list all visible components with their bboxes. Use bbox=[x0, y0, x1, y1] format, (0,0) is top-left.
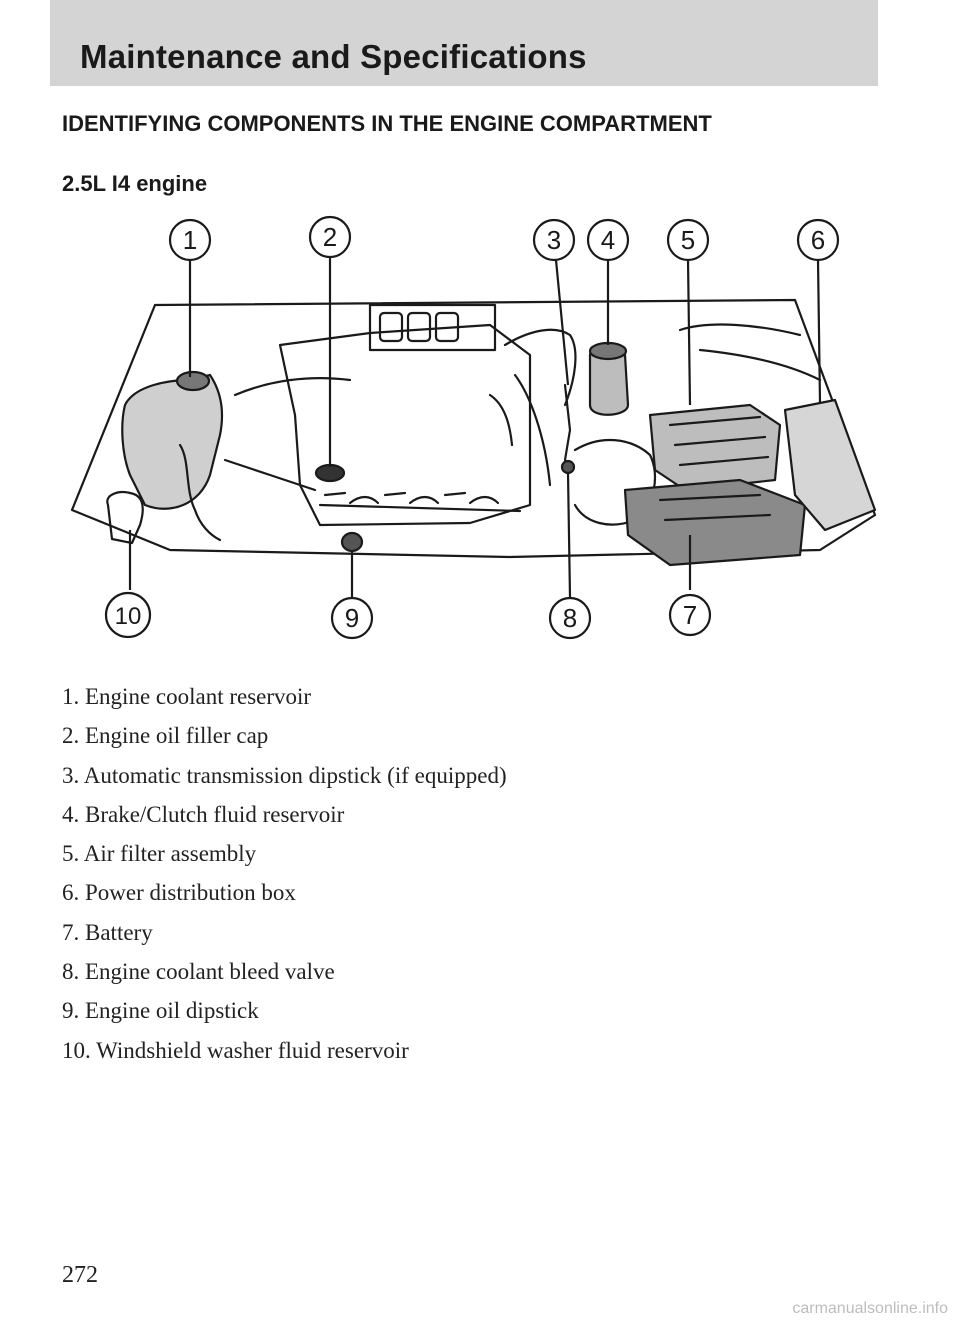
callout-4-circle bbox=[586, 218, 630, 262]
washer-reservoir bbox=[106, 491, 144, 545]
callout-1-circle bbox=[168, 218, 212, 262]
coolant-reservoir bbox=[121, 373, 224, 510]
callout-9-circle bbox=[330, 596, 374, 640]
legend-item: 10. Windshield washer fluid reservoir bbox=[62, 1037, 409, 1063]
legend-item: 4. Brake/Clutch fluid reservoir bbox=[62, 801, 345, 827]
callout-10-circle bbox=[104, 591, 152, 639]
callout-3: 3 bbox=[547, 225, 561, 255]
callout-2-circle bbox=[308, 215, 352, 259]
header-bar bbox=[50, 0, 878, 86]
legend-item: 1. Engine coolant reservoir bbox=[62, 684, 312, 709]
callout-8: 8 bbox=[563, 603, 577, 633]
callout-5: 5 bbox=[681, 225, 695, 255]
oil-dipstick-handle bbox=[340, 531, 364, 553]
callout-6-circle bbox=[796, 218, 840, 262]
page-number: 272 bbox=[62, 1262, 98, 1288]
page-header-title: Maintenance and Specifications bbox=[80, 38, 587, 75]
callout-10: 10 bbox=[115, 603, 142, 630]
callout-2: 2 bbox=[323, 222, 337, 252]
section-heading: IDENTIFYING COMPONENTS IN THE ENGINE COM… bbox=[62, 111, 712, 136]
legend-item: 8. Engine coolant bleed valve bbox=[62, 959, 335, 985]
legend-item: 5. Air filter assembly bbox=[62, 841, 257, 867]
callout-3-circle bbox=[532, 218, 576, 262]
callout-7-circle bbox=[668, 593, 712, 637]
oil-filler-cap bbox=[314, 463, 346, 483]
battery bbox=[623, 478, 807, 567]
legend-item: 9. Engine oil dipstick bbox=[62, 998, 259, 1024]
transmission-dipstick bbox=[563, 383, 572, 462]
power-distribution-box bbox=[783, 398, 877, 532]
callout-1: 1 bbox=[183, 225, 197, 255]
callout-8-circle bbox=[548, 596, 592, 640]
engine-subheading: 2.5L I4 engine bbox=[62, 171, 208, 196]
engine-block bbox=[278, 323, 532, 527]
air-filter-assembly bbox=[648, 403, 782, 492]
callout-6: 6 bbox=[811, 225, 825, 255]
legend-item: 2. Engine oil filler cap bbox=[62, 723, 269, 749]
coolant-bleed-valve bbox=[560, 459, 576, 475]
engine-compartment-diagram: 1 2 3 4 5 6 7 8 9 10 bbox=[70, 215, 877, 640]
legend-item: 3. Automatic transmission dipstick (if e… bbox=[62, 762, 507, 788]
component-legend: 1. Engine coolant reservoir 2. Engine oi… bbox=[62, 684, 507, 1077]
legend-item: 7. Battery bbox=[62, 919, 153, 945]
callout-4: 4 bbox=[601, 225, 615, 255]
callout-9: 9 bbox=[345, 603, 359, 633]
callout-7: 7 bbox=[683, 600, 697, 630]
callout-5-circle bbox=[666, 218, 710, 262]
legend-item: 6. Power distribution box bbox=[62, 880, 296, 906]
coolant-cap bbox=[175, 370, 211, 392]
watermark: carmanualsonline.info bbox=[792, 1300, 948, 1317]
